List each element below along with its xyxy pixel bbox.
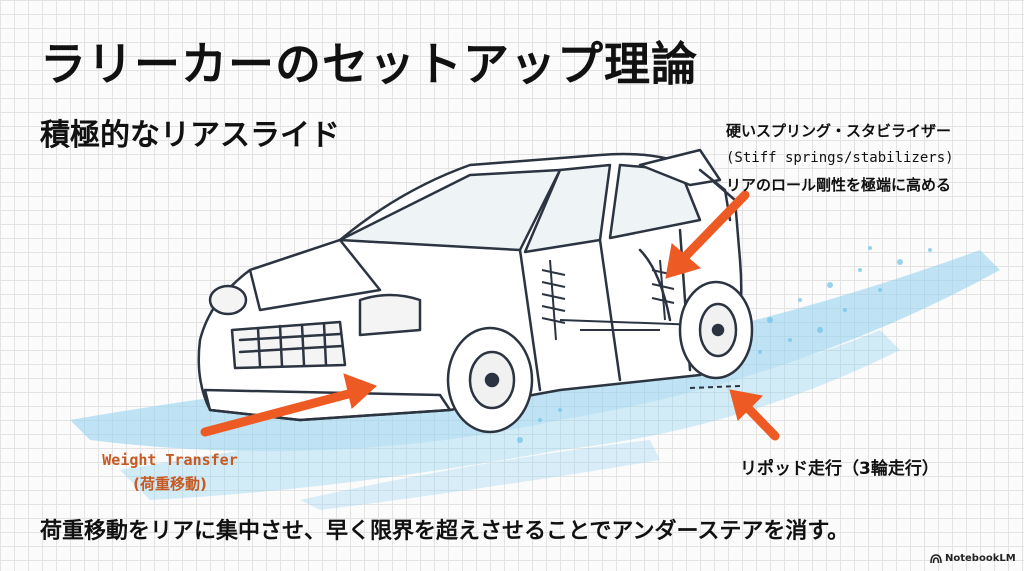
arrow-three-wheel bbox=[729, 389, 780, 441]
page-subtitle: 積極的なリアスライド bbox=[40, 118, 340, 153]
annotation-stiff-springs: 硬いスプリング・スタビライザー (Stiff springs/stabilize… bbox=[726, 118, 1016, 199]
annotation-weight-transfer-line1: Weight Transfer bbox=[102, 451, 238, 469]
rear-wheel bbox=[678, 280, 754, 380]
front-wheel bbox=[446, 326, 534, 434]
snow-particles bbox=[517, 246, 932, 443]
notebooklm-label: NotebookLM bbox=[945, 553, 1016, 564]
suspension bbox=[541, 259, 701, 341]
annotation-three-wheel: リポッド走行（3輪走行） bbox=[740, 459, 939, 479]
annotation-weight-transfer-line2: (荷重移動) bbox=[133, 475, 207, 493]
notebooklm-logo-icon bbox=[930, 553, 942, 563]
annotation-stiff-springs-line1: 硬いスプリング・スタビライザー bbox=[726, 122, 952, 140]
arrow-stiff-springs bbox=[665, 190, 750, 279]
annotation-stiff-springs-line2: (Stiff springs/stabilizers) bbox=[726, 150, 954, 166]
annotation-stiff-springs-line3: リアのロール剛性を極端に高める bbox=[726, 176, 952, 194]
page-title: ラリーカーのセットアップ理論 bbox=[40, 37, 698, 91]
footer-caption: 荷重移動をリアに集中させ、早く限界を超えさせることでアンダーステアを消す。 bbox=[40, 519, 850, 544]
annotation-weight-transfer: Weight Transfer (荷重移動) bbox=[70, 448, 270, 496]
car-body bbox=[197, 148, 743, 422]
notebooklm-badge: NotebookLM bbox=[930, 553, 1016, 564]
arrow-weight-transfer bbox=[200, 373, 377, 437]
